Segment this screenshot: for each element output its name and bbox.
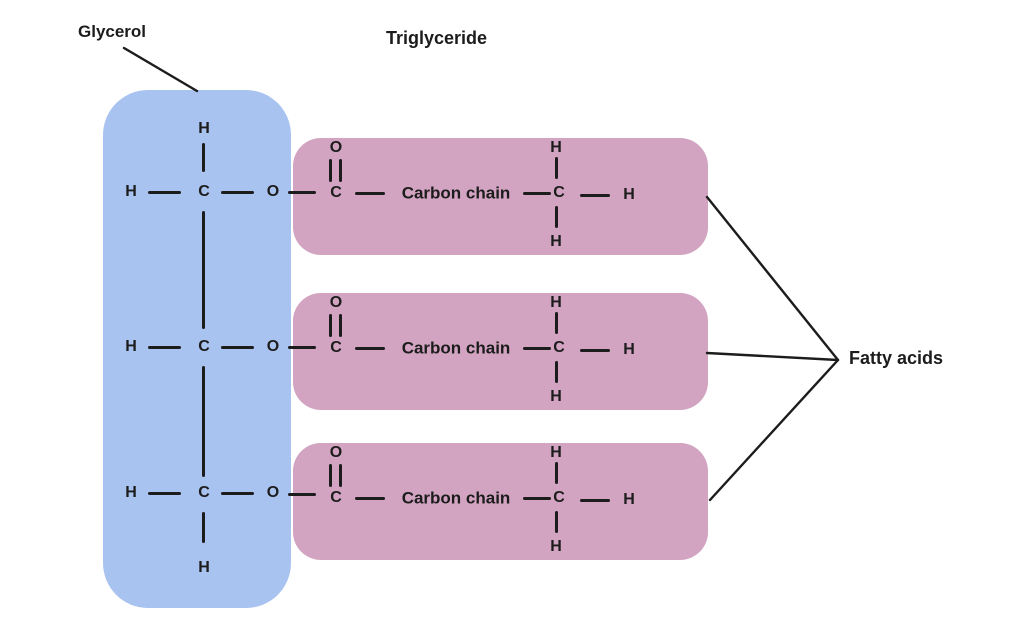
bond-methylc-h — [555, 511, 558, 533]
fatty-acid-box-3: O C Carbon chain H C H H — [293, 443, 708, 560]
fatty-acid-line-bottom — [708, 358, 840, 502]
bond-c3-bottomh — [202, 512, 205, 543]
glycerol-row1-h-atom: H — [125, 183, 137, 200]
bond-c3-o3 — [221, 492, 254, 495]
carbonyl-o-atom: O — [329, 139, 343, 156]
glycerol-row2-h-atom: H — [125, 338, 137, 355]
methyl-h-bottom-atom: H — [550, 538, 562, 555]
bond-o1-ester1 — [288, 191, 316, 194]
glycerol-label: Glycerol — [78, 22, 147, 41]
methyl-h-top-atom: H — [550, 444, 562, 461]
glycerol-row3-o-atom: O — [266, 484, 280, 501]
glycerol-box — [103, 90, 291, 608]
methyl-c-atom: C — [553, 489, 565, 506]
glycerol-pointer-line — [122, 46, 199, 93]
methyl-h-top-atom: H — [550, 139, 562, 156]
bond-h-c2 — [148, 346, 181, 349]
double-bond-line — [339, 314, 342, 337]
bond-o2-ester2 — [288, 346, 316, 349]
bond-c-terminalh — [580, 499, 610, 502]
glycerol-row3-h-atom: H — [125, 484, 137, 501]
carbonyl-c-atom: C — [330, 489, 342, 506]
bond-chain-c — [523, 497, 551, 500]
glycerol-bottom-h-atom: H — [198, 559, 210, 576]
fatty-acid-line-top — [705, 195, 840, 362]
bond-o3-ester3 — [288, 493, 316, 496]
glycerol-row1-c-atom: C — [198, 183, 210, 200]
glycerol-row2-o-atom: O — [266, 338, 280, 355]
bond-h-methylc — [555, 462, 558, 484]
glycerol-row3-c-atom: C — [198, 484, 210, 501]
bond-c2-c3 — [202, 366, 205, 477]
carbon-chain-label: Carbon chain — [401, 183, 511, 203]
terminal-h-atom: H — [623, 491, 635, 508]
bond-h-c3 — [148, 492, 181, 495]
double-bond-line — [329, 159, 332, 182]
bond-c-terminalh — [580, 349, 610, 352]
double-bond-line — [339, 159, 342, 182]
bond-c2-o2 — [221, 346, 254, 349]
carbonyl-c-atom: C — [330, 184, 342, 201]
carbonyl-o-atom: O — [329, 444, 343, 461]
glycerol-row1-o-atom: O — [266, 183, 280, 200]
glycerol-row2-c-atom: C — [198, 338, 210, 355]
terminal-h-atom: H — [623, 186, 635, 203]
glycerol-top-h-atom: H — [198, 120, 210, 137]
terminal-h-atom: H — [623, 341, 635, 358]
fatty-acid-line-middle — [705, 351, 840, 362]
methyl-c-atom: C — [553, 339, 565, 356]
bond-h-methylc — [555, 312, 558, 334]
bond-chain-c — [523, 192, 551, 195]
bond-c1-c2 — [202, 211, 205, 329]
bond-c-terminalh — [580, 194, 610, 197]
fatty-acid-box-2: O C Carbon chain H C H H — [293, 293, 708, 410]
methyl-c-atom: C — [553, 184, 565, 201]
bond-methylc-h — [555, 361, 558, 383]
bond-toph-c1 — [202, 143, 205, 172]
bond-c-chain — [355, 192, 385, 195]
carbon-chain-label: Carbon chain — [401, 338, 511, 358]
double-bond-line — [329, 314, 332, 337]
bond-h-c1 — [148, 191, 181, 194]
fatty-acids-label: Fatty acids — [849, 348, 944, 368]
bond-c-chain — [355, 347, 385, 350]
double-bond-line — [329, 464, 332, 487]
bond-c1-o1 — [221, 191, 254, 194]
page-title: Triglyceride — [386, 28, 488, 48]
bond-h-methylc — [555, 157, 558, 179]
bond-methylc-h — [555, 206, 558, 228]
carbonyl-o-atom: O — [329, 294, 343, 311]
methyl-h-bottom-atom: H — [550, 233, 562, 250]
methyl-h-top-atom: H — [550, 294, 562, 311]
double-bond-line — [339, 464, 342, 487]
carbonyl-c-atom: C — [330, 339, 342, 356]
bond-c-chain — [355, 497, 385, 500]
bond-chain-c — [523, 347, 551, 350]
carbon-chain-label: Carbon chain — [401, 488, 511, 508]
fatty-acid-box-1: O C Carbon chain H C H H — [293, 138, 708, 255]
methyl-h-bottom-atom: H — [550, 388, 562, 405]
